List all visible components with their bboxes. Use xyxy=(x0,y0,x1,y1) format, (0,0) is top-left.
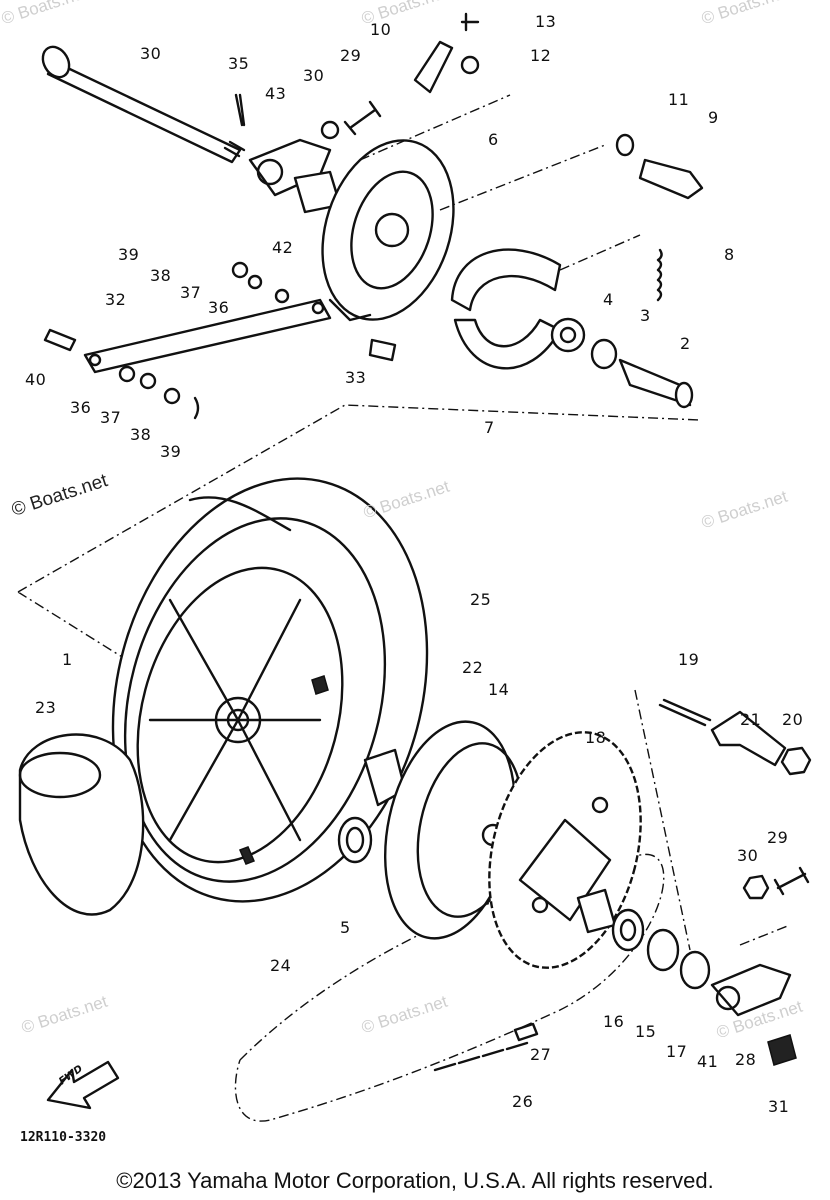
lock-plate-part xyxy=(710,710,787,767)
cap-part xyxy=(767,1034,797,1066)
callout-30b: 30 xyxy=(737,846,759,865)
leader-lines xyxy=(17,94,791,951)
seal-part xyxy=(590,338,618,370)
diagram-part-code: 12R110-3320 xyxy=(20,1130,107,1145)
callout-23: 23 xyxy=(35,698,57,717)
callout-11: 11 xyxy=(668,90,690,109)
callout-15: 15 xyxy=(635,1022,657,1041)
callout-30: 30 xyxy=(303,66,325,85)
clip-part xyxy=(460,55,480,75)
callout-39b: 39 xyxy=(160,442,182,461)
washer-11-part xyxy=(615,133,635,157)
callout-31: 30 xyxy=(140,44,162,63)
callout-37a: 37 xyxy=(180,283,202,302)
bearing-5-part xyxy=(337,816,373,864)
bearing-4-part xyxy=(550,317,586,353)
callout-12: 12 xyxy=(530,46,552,65)
callout-5: 5 xyxy=(340,918,351,937)
callout-38a: 38 xyxy=(150,266,172,285)
callout-37b: 37 xyxy=(100,408,122,427)
collar-41-part xyxy=(679,950,711,990)
clutch-hub-part xyxy=(383,720,524,940)
brake-shoe-plate xyxy=(321,139,455,322)
callout-22: 22 xyxy=(462,658,484,677)
cam-shaft-part xyxy=(638,158,704,200)
wheel-part xyxy=(111,477,429,903)
nut-20-part xyxy=(780,746,812,776)
callout-29b: 29 xyxy=(767,828,789,847)
bolt-part xyxy=(343,100,382,136)
callout-25: 25 xyxy=(470,590,492,609)
callout-36b: 36 xyxy=(70,398,92,417)
callout-17: 17 xyxy=(666,1042,688,1061)
callout-16: 16 xyxy=(603,1012,625,1031)
axle-part xyxy=(41,45,246,164)
callout-35: 33 xyxy=(345,368,367,387)
tire-part xyxy=(18,733,145,916)
callout-27: 27 xyxy=(530,1045,552,1064)
callout-41: 41 xyxy=(697,1052,719,1071)
callout-20: 20 xyxy=(782,710,804,729)
cotter-pin-part xyxy=(234,93,246,127)
callout-21: 21 xyxy=(740,710,762,729)
callout-8: 8 xyxy=(724,245,735,264)
callout-18: 18 xyxy=(585,728,607,747)
bearing-15-part xyxy=(611,908,645,952)
callout-32: 31 xyxy=(768,1097,790,1116)
seal-17-part xyxy=(646,928,680,972)
callout-24: 24 xyxy=(270,956,292,975)
callout-14: 14 xyxy=(488,680,510,699)
cam-lever-part xyxy=(413,40,454,94)
brake-shoes xyxy=(450,248,562,370)
callout-26: 26 xyxy=(512,1092,534,1111)
callout-3: 3 xyxy=(640,306,651,325)
bolt-29b-part xyxy=(773,866,810,896)
callout-13: 13 xyxy=(535,12,557,31)
chain-adjuster-left xyxy=(248,138,332,197)
callout-34: 32 xyxy=(105,290,127,309)
callout-42: 42 xyxy=(272,238,294,257)
callout-43: 43 xyxy=(265,84,287,103)
callout-39a: 39 xyxy=(118,245,140,264)
callout-10: 10 xyxy=(370,20,392,39)
callout-36a: 36 xyxy=(208,298,230,317)
callout-6: 6 xyxy=(488,130,499,149)
copyright-notice: ©2013 Yamaha Motor Corporation, U.S.A. A… xyxy=(116,1168,714,1193)
callout-19: 19 xyxy=(678,650,700,669)
callout-2: 2 xyxy=(680,334,691,353)
damper-part xyxy=(311,675,329,695)
nut-30b-part xyxy=(742,874,770,900)
callout-29: 29 xyxy=(340,46,362,65)
callout-28: 28 xyxy=(735,1050,757,1069)
callout-38b: 38 xyxy=(130,425,152,444)
chain-part xyxy=(433,1041,529,1072)
nut-part xyxy=(320,120,340,140)
stud-part xyxy=(658,698,712,727)
tension-bar xyxy=(83,298,332,374)
callout-40: 40 xyxy=(25,370,47,389)
spring-part xyxy=(656,248,663,302)
chain-adjuster-right xyxy=(710,963,792,1017)
callout-7: 7 xyxy=(484,418,495,437)
callout-4: 4 xyxy=(603,290,614,309)
bolt-13-part xyxy=(460,12,480,32)
callout-1: 1 xyxy=(62,650,73,669)
valve-part xyxy=(239,846,255,865)
callout-33: 35 xyxy=(228,54,250,73)
chain-joint-part xyxy=(513,1022,539,1042)
fwd-arrow-icon xyxy=(46,1060,120,1110)
callout-9: 9 xyxy=(708,108,719,127)
